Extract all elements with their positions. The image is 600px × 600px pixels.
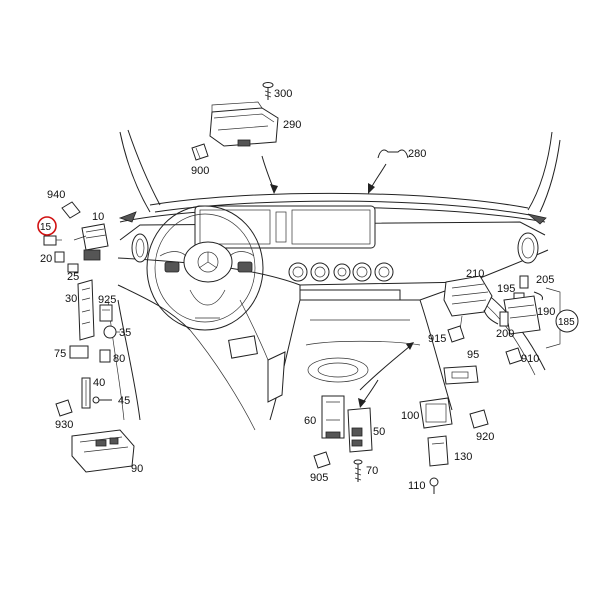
callout-60: 60	[304, 415, 316, 427]
callout-10: 10	[92, 211, 104, 223]
callout-205: 205	[536, 274, 554, 286]
dashboard-illustration	[107, 129, 561, 431]
callout-100: 100	[401, 410, 419, 422]
callout-915: 915	[428, 333, 446, 345]
callout-905: 905	[310, 472, 328, 484]
callout-110: 110	[408, 480, 426, 492]
callout-910: 910	[521, 353, 539, 365]
part-75-bracket	[69, 345, 89, 359]
callout-130: 130	[454, 451, 472, 463]
part-205-relay	[519, 275, 529, 289]
callout-290: 290	[283, 119, 301, 131]
callout-190: 190	[537, 306, 555, 318]
part-110-screw	[429, 477, 439, 494]
part-80-clip	[99, 349, 111, 363]
part-30-control-unit	[77, 279, 95, 341]
arrow-290-to-dash	[261, 155, 278, 194]
callout-95: 95	[467, 349, 479, 361]
arrow-console-down	[358, 379, 379, 408]
part-200-relay	[499, 311, 509, 327]
part-25-relay	[67, 263, 79, 273]
part-925-connector	[99, 304, 113, 322]
callout-90: 90	[131, 463, 143, 475]
part-900-connector	[191, 143, 209, 161]
part-910-connector	[505, 347, 523, 365]
callout-280: 280	[408, 148, 426, 160]
part-190-module	[503, 291, 543, 335]
callout-920: 920	[476, 431, 494, 443]
highlight-circle-15	[37, 216, 57, 236]
part-35-clip	[103, 325, 120, 339]
callout-20: 20	[40, 253, 52, 265]
callout-50: 50	[373, 426, 385, 438]
callout-940: 940	[47, 189, 65, 201]
callout-930: 930	[55, 419, 73, 431]
callout-75: 75	[54, 348, 66, 360]
part-10-fuse-module	[73, 223, 109, 261]
arrow-280-to-dash	[368, 163, 387, 194]
callout-35: 35	[119, 327, 131, 339]
part-210-fuse-box	[443, 275, 493, 331]
callout-925: 925	[98, 294, 116, 306]
part-45-screw	[92, 396, 112, 404]
part-130-bracket	[427, 435, 449, 467]
part-50-module	[347, 407, 373, 453]
part-70-screw	[353, 459, 363, 482]
part-915-connector	[447, 325, 465, 343]
part-20-relay	[54, 251, 65, 263]
callout-25: 25	[67, 271, 79, 283]
part-905-connector	[313, 451, 331, 469]
callout-210: 210	[466, 268, 484, 280]
callout-40: 40	[93, 377, 105, 389]
callout-185-circle	[555, 309, 579, 333]
callout-200: 200	[496, 328, 514, 340]
part-60-control-unit	[321, 395, 345, 439]
part-920-connector	[469, 409, 489, 429]
callout-80: 80	[113, 353, 125, 365]
steering-wheel-illustration	[146, 205, 264, 331]
part-290-module	[209, 101, 279, 147]
callout-300: 300	[274, 88, 292, 100]
callout-185: 185	[558, 317, 575, 328]
part-300-screw	[262, 82, 274, 100]
callout-15: 15	[40, 222, 52, 233]
part-100-control-unit	[419, 397, 453, 429]
callout-30: 30	[65, 293, 77, 305]
part-15-fuse	[43, 235, 62, 246]
part-95-module	[443, 365, 479, 385]
part-90-control-unit	[71, 429, 135, 473]
callout-45: 45	[118, 395, 130, 407]
arrow-right-bracket	[483, 309, 499, 325]
callout-900: 900	[191, 165, 209, 177]
part-40-sensor	[81, 377, 91, 409]
callout-195: 195	[497, 283, 515, 295]
arrow-console-up	[359, 342, 414, 391]
part-280-bracket	[377, 149, 409, 159]
part-930-connector	[55, 399, 73, 417]
callout-70: 70	[366, 465, 378, 477]
part-940-connector	[61, 201, 81, 219]
